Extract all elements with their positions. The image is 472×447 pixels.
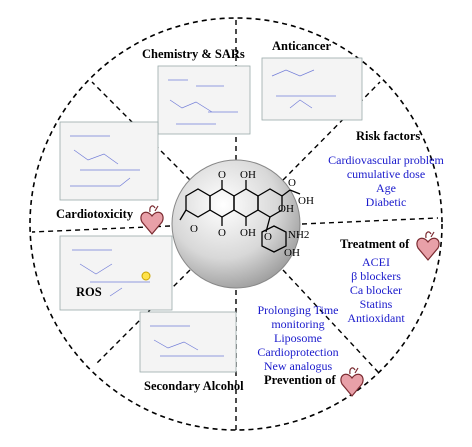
treatment-items: ACEI β blockers Ca blocker Statins Antio…: [347, 255, 405, 325]
mol-label: O: [190, 223, 198, 235]
heart-icon: [340, 367, 364, 397]
mol-label: NH2: [288, 229, 309, 241]
heart-icon: [140, 205, 164, 235]
doxorubicin-structure: [179, 180, 301, 253]
risk-title: Risk factors: [356, 129, 420, 143]
treatment-item: Ca blocker: [350, 283, 402, 297]
prevention-title: Prevention of: [264, 373, 336, 387]
mol-label: OH: [284, 247, 300, 259]
mol-label: OH: [278, 203, 294, 215]
mol-label: O: [264, 231, 272, 243]
treatment-item: β blockers: [351, 269, 401, 283]
ros-thumbnail: [59, 235, 173, 311]
prevention-item: Prolonging Time: [257, 303, 338, 317]
outer-ring: [29, 17, 443, 431]
treatment-title: Treatment of: [340, 237, 410, 251]
mol-label: O: [218, 169, 226, 181]
prevention-item: New analogus: [264, 359, 333, 373]
chemistry-title: Chemistry & SARs: [142, 47, 245, 61]
anticancer-thumbnail: [261, 57, 363, 121]
mol-label: O: [288, 177, 296, 189]
mol-label: OH: [240, 227, 256, 239]
treatment-item: Antioxidant: [347, 311, 405, 325]
thumbnail-sketches: [70, 69, 336, 357]
prevention-item: Liposome: [274, 331, 322, 345]
sector-thumbnails: [59, 57, 363, 373]
mol-label: OH: [240, 169, 256, 181]
mol-label: OH: [298, 195, 314, 207]
ros-title: ROS: [76, 285, 102, 299]
secondary-thumbnail: [139, 311, 237, 373]
heart-icon: [416, 231, 440, 261]
risk-item: Cardiovascular problem: [328, 153, 444, 167]
risk-item: Diabetic: [366, 195, 407, 209]
anticancer-title: Anticancer: [272, 39, 331, 53]
prevention-items: Prolonging Time monitoring Liposome Card…: [257, 303, 338, 373]
risk-item: cumulative dose: [347, 167, 425, 181]
prevention-item: Cardioprotection: [257, 345, 338, 359]
treatment-item: Statins: [360, 297, 393, 311]
risk-items: Cardiovascular problem cumulative dose A…: [328, 153, 444, 209]
ros-highlight-dot: [141, 271, 151, 281]
cardiotox-title: Cardiotoxicity: [56, 207, 134, 221]
chemistry-thumbnail: [157, 65, 251, 135]
molecule-labels: O OH O OH OH O O OH O NH2 OH: [190, 169, 314, 259]
cardiotox-thumbnail: [59, 121, 159, 201]
treatment-item: ACEI: [362, 255, 390, 269]
mol-label: O: [218, 227, 226, 239]
secondary-title: Secondary Alcohol: [144, 379, 244, 393]
prevention-item: monitoring: [271, 317, 324, 331]
risk-item: Age: [376, 181, 396, 195]
